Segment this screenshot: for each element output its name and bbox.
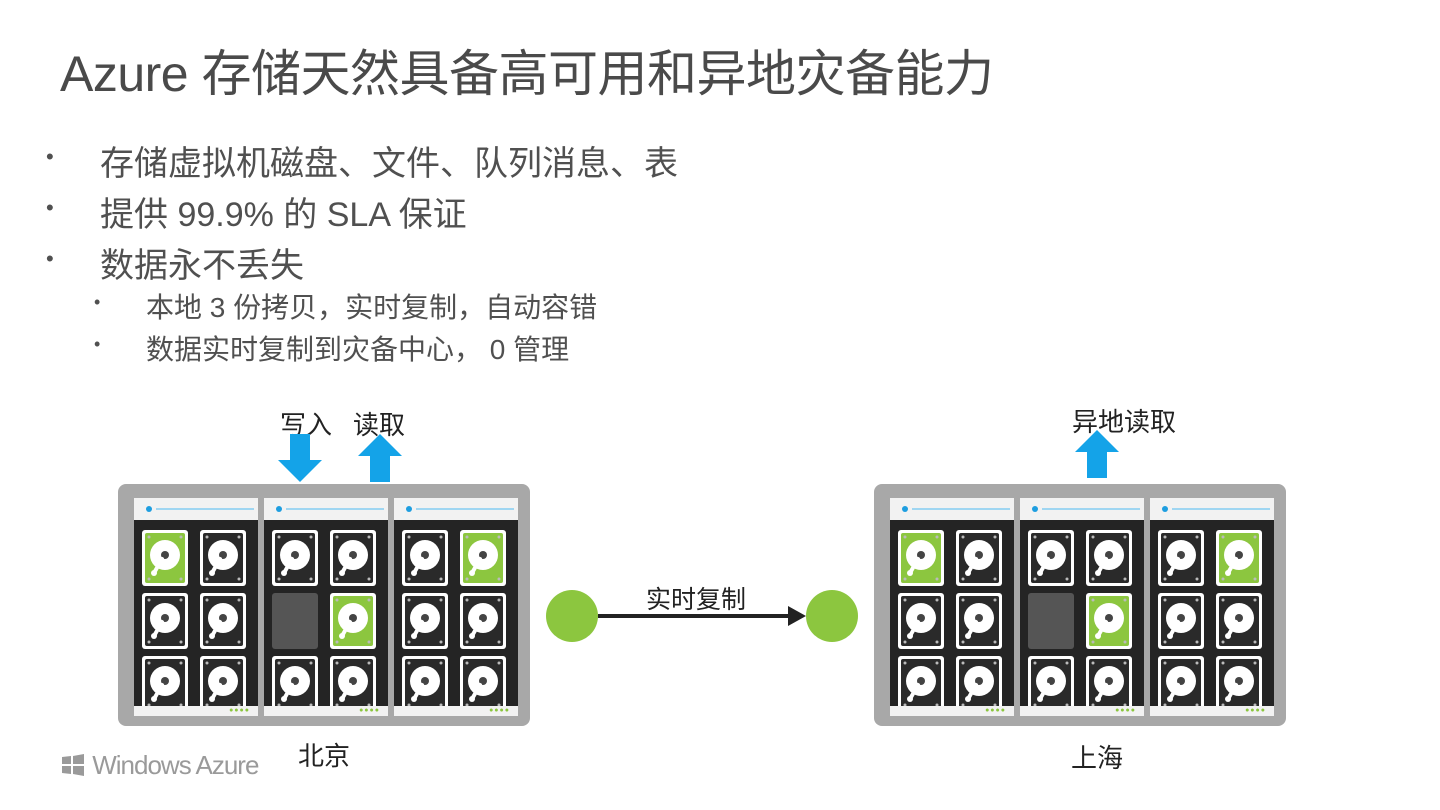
bullet-item: 数据永不丢失 (100, 247, 304, 285)
disk-drive-icon (402, 656, 448, 712)
disk-drive-icon (142, 656, 188, 712)
server-rack: ●●●● (890, 498, 1014, 716)
disk-drive-icon (1028, 656, 1074, 712)
replication-label: 实时复制 (646, 586, 747, 614)
replication-arrowhead-icon (788, 606, 806, 626)
server-rack: ●●●● (1020, 498, 1144, 716)
rack-footer: ●●●● (1020, 706, 1144, 716)
disk-drive-icon (272, 530, 318, 586)
write-arrow-icon (278, 434, 322, 482)
disk-drive-icon (330, 530, 376, 586)
replica-disk-icon (1086, 593, 1132, 649)
server-rack: ●●●● (134, 498, 258, 716)
rack-header (1020, 498, 1144, 520)
server-rack: ●●●● (1150, 498, 1274, 716)
primary-datacenter: ●●●● ●●●● ●●●● (118, 484, 530, 726)
rack-header (134, 498, 258, 520)
disk-drive-icon (200, 656, 246, 712)
disk-drive-icon (898, 656, 944, 712)
disk-drive-icon (898, 593, 944, 649)
disk-drive-icon (330, 656, 376, 712)
windows-azure-logo: Windows Azure (60, 750, 259, 781)
bullet-item: 提供 99.9% 的 SLA 保证 (100, 196, 467, 234)
rack-footer: ●●●● (890, 706, 1014, 716)
sub-bullet-dot: • (94, 334, 101, 354)
read-arrow-icon (358, 434, 402, 482)
disk-drive-icon (1158, 530, 1204, 586)
windows-flag-icon (62, 754, 84, 776)
empty-disk-slot (272, 593, 318, 649)
remote-read-arrow-icon (1075, 430, 1119, 478)
disk-drive-icon (956, 593, 1002, 649)
disk-drive-icon (460, 656, 506, 712)
bullet-dot: • (46, 246, 54, 271)
disk-drive-icon (1086, 656, 1132, 712)
disk-drive-icon (402, 593, 448, 649)
sub-bullet-item: 数据实时复制到灾备中心， 0 管理 (146, 334, 570, 365)
server-rack: ●●●● (394, 498, 518, 716)
replica-disk-icon (330, 593, 376, 649)
disk-drive-icon (272, 656, 318, 712)
replica-disk-icon (460, 530, 506, 586)
sub-bullet-item: 本地 3 份拷贝，实时复制，自动容错 (146, 292, 598, 323)
disk-drive-icon (956, 656, 1002, 712)
replica-disk-icon (142, 530, 188, 586)
disk-drive-icon (1158, 593, 1204, 649)
disk-drive-icon (402, 530, 448, 586)
secondary-datacenter: ●●●● ●●●● ●●●● (874, 484, 1286, 726)
primary-site-label: 北京 (298, 741, 351, 771)
remote-read-label: 异地读取 (1072, 407, 1177, 437)
rack-header (890, 498, 1014, 520)
replication-line (598, 614, 798, 618)
rack-header (264, 498, 388, 520)
primary-node (546, 590, 598, 642)
secondary-site-label: 上海 (1071, 743, 1124, 773)
disk-drive-icon (956, 530, 1002, 586)
logo-text: Windows Azure (92, 750, 259, 780)
page-title: Azure 存储天然具备高可用和异地灾备能力 (60, 46, 994, 102)
bullet-dot: • (46, 195, 54, 220)
rack-footer: ●●●● (394, 706, 518, 716)
disk-drive-icon (142, 593, 188, 649)
rack-header (1150, 498, 1274, 520)
rack-footer: ●●●● (1150, 706, 1274, 716)
sub-bullet-dot: • (94, 292, 101, 312)
empty-disk-slot (1028, 593, 1074, 649)
rack-footer: ●●●● (264, 706, 388, 716)
replica-disk-icon (898, 530, 944, 586)
disk-drive-icon (1216, 656, 1262, 712)
disk-drive-icon (460, 593, 506, 649)
secondary-node (806, 590, 858, 642)
bullet-item: 存储虚拟机磁盘、文件、队列消息、表 (100, 145, 678, 183)
rack-footer: ●●●● (134, 706, 258, 716)
bullet-dot: • (46, 144, 54, 169)
rack-header (394, 498, 518, 520)
replica-disk-icon (1216, 530, 1262, 586)
server-rack: ●●●● (264, 498, 388, 716)
disk-drive-icon (200, 593, 246, 649)
disk-drive-icon (1028, 530, 1074, 586)
disk-drive-icon (1086, 530, 1132, 586)
disk-drive-icon (1216, 593, 1262, 649)
disk-drive-icon (1158, 656, 1204, 712)
disk-drive-icon (200, 530, 246, 586)
